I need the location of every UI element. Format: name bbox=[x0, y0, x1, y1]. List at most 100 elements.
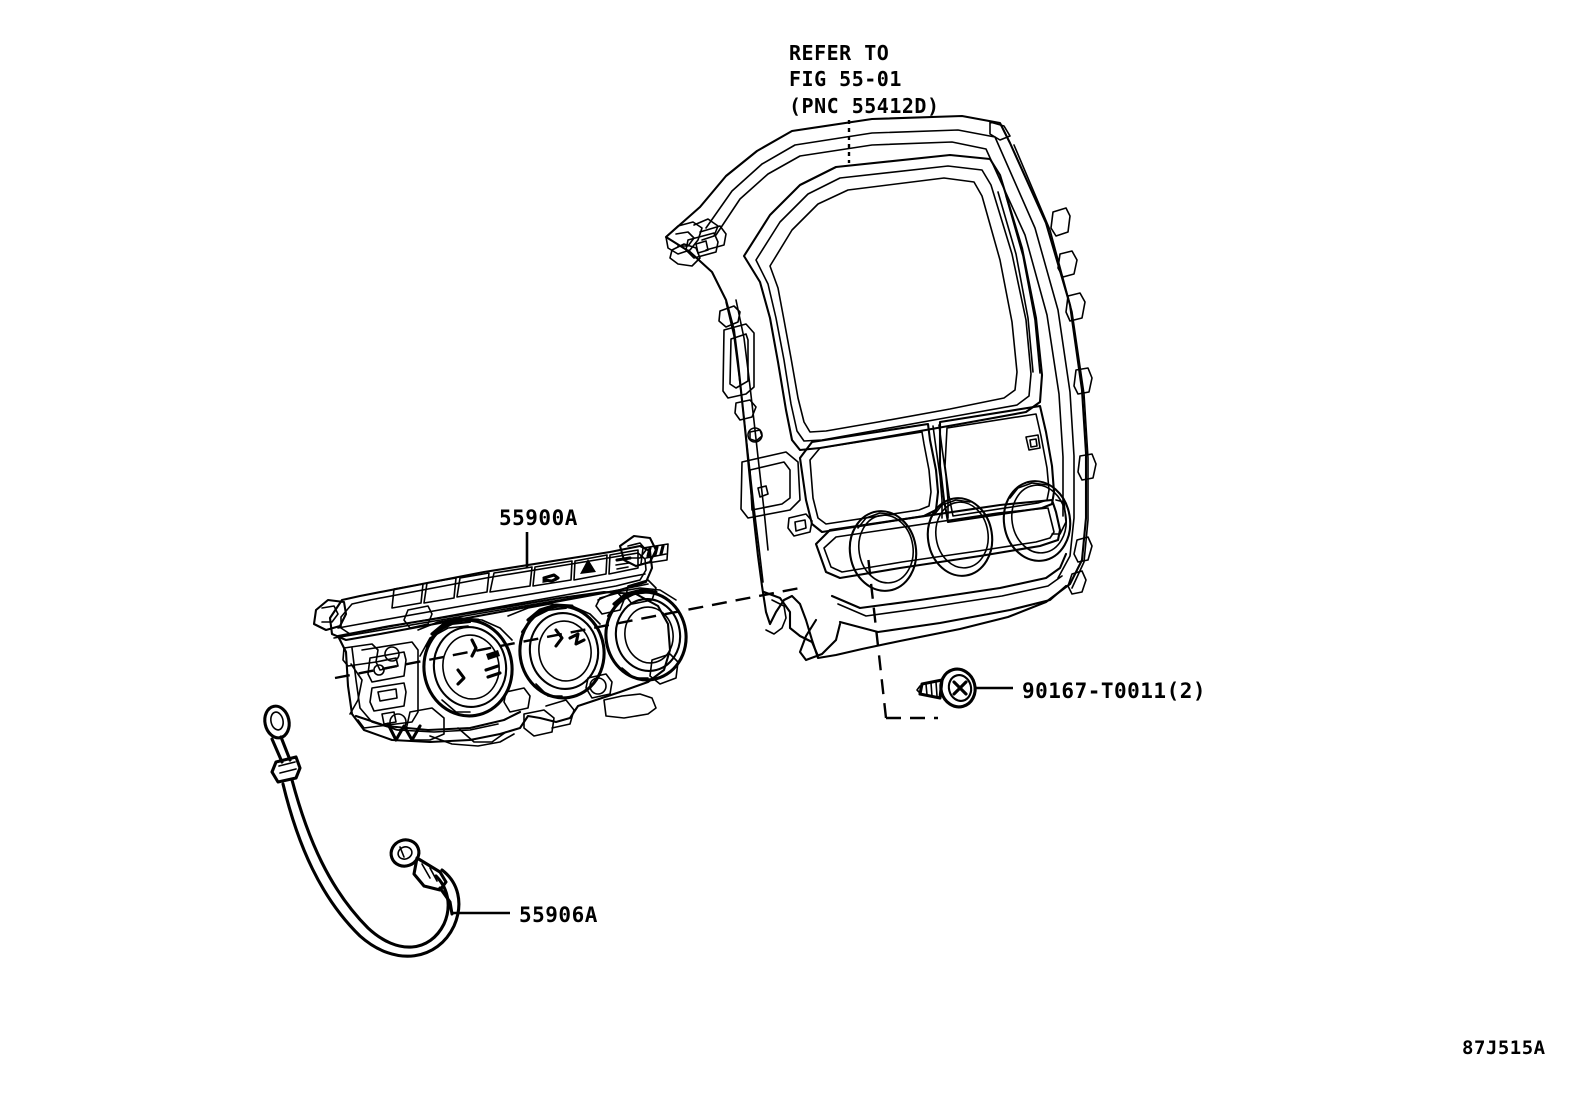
bezel-tab-right-3 bbox=[1065, 292, 1086, 322]
screw-cross-recess-icon bbox=[952, 680, 968, 696]
bezel-opening-display-outer bbox=[742, 153, 1044, 452]
bezel-knob-opening-left-outer bbox=[848, 510, 918, 592]
control-housing-left-bracket bbox=[342, 641, 445, 742]
bezel-inner-contour-1 bbox=[705, 129, 1075, 579]
switch-bar-endcap-left bbox=[312, 598, 348, 632]
bezel-tab-right-7 bbox=[1067, 570, 1087, 595]
left-bracket-window-upper bbox=[367, 651, 407, 683]
cable-eyelet-lower-mark bbox=[399, 846, 405, 858]
bezel-outer-shell bbox=[664, 114, 1088, 660]
switch-bar-endcap-right-inner bbox=[627, 542, 647, 559]
left-bracket-window-lower-inner bbox=[377, 688, 398, 702]
knob-center-inner-ring bbox=[538, 620, 592, 682]
bezel-knob-opening-right-tab bbox=[1051, 499, 1067, 535]
knob-frame-left bbox=[417, 617, 513, 641]
detail-block-between-center-right bbox=[585, 673, 613, 699]
cable-ferrule-lower-ribs bbox=[421, 863, 438, 882]
left-bracket-window-upper-inner bbox=[375, 657, 399, 671]
bezel-opening-display-mid bbox=[755, 165, 1032, 442]
knob-left-bottom-arc bbox=[441, 699, 471, 713]
front-defroster-icon-waves bbox=[615, 562, 630, 570]
bezel-latch-mid-right-inner bbox=[1029, 438, 1038, 448]
knob-center-mark-b bbox=[568, 632, 586, 646]
button-blank-4 bbox=[391, 583, 424, 609]
switch-bar-buttons bbox=[391, 549, 639, 609]
heater-control-assembly bbox=[312, 534, 688, 747]
cable-ferrule-upper bbox=[270, 755, 302, 784]
screw-threads bbox=[925, 681, 938, 697]
bezel-trim-strip bbox=[814, 498, 1062, 580]
knob-right-highlight-arc bbox=[612, 588, 658, 606]
bezel-face-tab-b-inner bbox=[695, 240, 709, 254]
button-blank-1 bbox=[489, 566, 533, 593]
center-cluster-integration-panel bbox=[664, 114, 1097, 662]
bezel-knob-openings bbox=[848, 480, 1072, 592]
bezel-opening-mid-left bbox=[798, 422, 940, 534]
cable-ferrule-upper-ribs bbox=[278, 761, 297, 774]
knob-left-outer-ring bbox=[422, 618, 514, 718]
cable-eyelet-lower-hole bbox=[397, 846, 413, 860]
button-blank-3 bbox=[423, 577, 457, 604]
bezel-knob-opening-right-outer bbox=[1002, 480, 1072, 562]
left-bracket-rib bbox=[349, 663, 363, 715]
housing-lower-rail-2 bbox=[429, 733, 515, 747]
bezel-knob-opening-center-inner bbox=[935, 501, 989, 569]
bezel-bracket-left-inner bbox=[749, 461, 791, 511]
bezel-latch-mid-right bbox=[1025, 434, 1041, 451]
knob-left-highlight-arc-3 bbox=[419, 625, 469, 657]
left-bracket-frame bbox=[357, 641, 419, 729]
assembly-axis-screw-vertical bbox=[866, 555, 888, 719]
bezel-clip-left-2 bbox=[722, 323, 755, 399]
knob-left-mark-c bbox=[486, 650, 500, 660]
rear-defogger-cell bbox=[640, 543, 669, 565]
left-bracket-foot bbox=[405, 707, 445, 741]
bezel-knob-opening-center-outer bbox=[926, 497, 994, 577]
button-blank-2 bbox=[456, 572, 490, 598]
cable-shank-upper-a bbox=[279, 735, 292, 762]
knob-right-highlight-arc-2 bbox=[606, 590, 652, 618]
figure-id: 87J515A bbox=[1462, 1037, 1546, 1059]
bezel-trim-strip-inner bbox=[823, 507, 1055, 573]
housing-lower-clip bbox=[523, 709, 555, 737]
screw-shank bbox=[918, 678, 944, 700]
control-knob-right bbox=[604, 588, 688, 682]
knob-frame-center bbox=[507, 603, 601, 625]
knob-right-mid-ring bbox=[614, 598, 682, 672]
knob-center-mid-ring bbox=[528, 612, 600, 690]
bezel-opening-display-inner bbox=[769, 177, 1018, 433]
cable-tail-lower bbox=[438, 886, 454, 916]
switch-bar-edge-line-2 bbox=[333, 583, 649, 639]
screw-tip bbox=[916, 685, 921, 694]
bezel-left-wall-a bbox=[725, 301, 764, 583]
bezel-tab-right-1 bbox=[1050, 207, 1071, 237]
leader-lines bbox=[452, 120, 1013, 915]
callout-control-cable: 55906A bbox=[519, 903, 598, 927]
callout-refer-to: REFER TO FIG 55-01 (PNC 55412D) bbox=[789, 40, 940, 119]
mount-pad-top-left bbox=[403, 605, 433, 629]
bezel-clip-left-4-inner bbox=[794, 519, 807, 532]
housing-lower-clip-2 bbox=[545, 699, 575, 729]
left-bracket-plate-1 bbox=[342, 643, 379, 667]
bezel-lower-left-leg-inner bbox=[765, 599, 787, 635]
bezel-left-wall-b bbox=[735, 299, 769, 551]
cable-eyelet-upper bbox=[263, 704, 291, 740]
bezel-face-tab-a bbox=[669, 243, 701, 267]
knob-right-bottom-arc bbox=[621, 667, 649, 679]
knob-center-highlight-arc-2 bbox=[520, 606, 568, 634]
knob-left-mark-b bbox=[456, 668, 466, 686]
bezel-knob-opening-right-arc bbox=[1009, 482, 1049, 499]
assembly-axis-lines bbox=[334, 555, 938, 720]
bezel-bracket-left bbox=[740, 451, 801, 519]
button-ac-cell bbox=[532, 560, 573, 587]
knob-left-mid-ring bbox=[432, 626, 508, 708]
assembly-axis-control bbox=[334, 586, 801, 680]
bezel-knob-opening-left-arc bbox=[857, 512, 897, 529]
knob-left-highlight-arc-2 bbox=[424, 620, 472, 648]
knob-left-mark-d bbox=[484, 664, 502, 679]
control-housing-body bbox=[336, 590, 672, 744]
cable-body-inner bbox=[281, 782, 461, 958]
cable-ferrule-lower bbox=[412, 856, 448, 892]
detail-block-right-edge bbox=[649, 653, 679, 685]
